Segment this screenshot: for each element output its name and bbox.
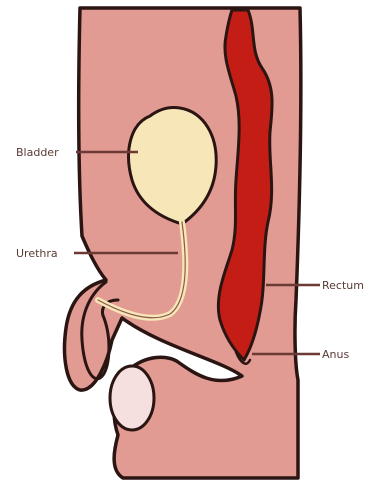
urethra-label: Urethra [16, 247, 58, 260]
bladder-label: Bladder [16, 146, 59, 159]
testis [110, 366, 154, 430]
anus-label: Anus [322, 348, 349, 361]
rectum-label: Rectum [322, 279, 364, 292]
